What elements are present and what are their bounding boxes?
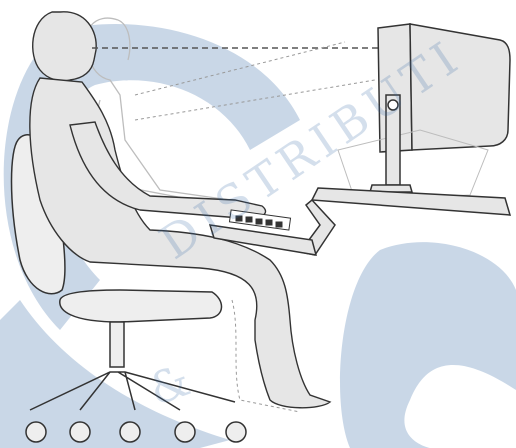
desk — [210, 188, 510, 255]
chair-caster-1 — [26, 422, 46, 442]
chair-caster-3 — [120, 422, 140, 442]
chair-seat — [60, 290, 222, 322]
monitor-arm-knob — [388, 100, 398, 110]
chair-caster-5 — [226, 422, 246, 442]
chair-caster-2 — [70, 422, 90, 442]
computer-monitor — [338, 24, 510, 200]
watermark-shape-right — [340, 242, 516, 448]
chair-caster-4 — [175, 422, 195, 442]
person-head — [33, 12, 96, 81]
chair-post — [110, 322, 124, 367]
